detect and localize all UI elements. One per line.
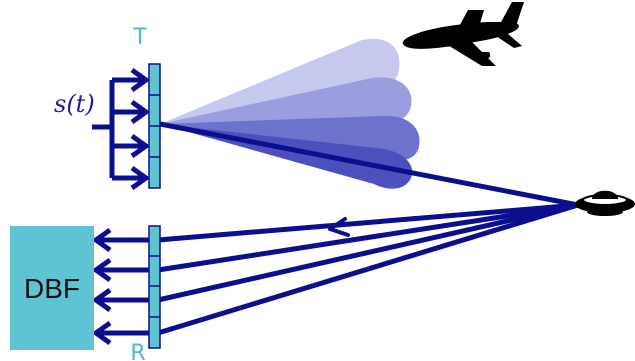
- tx-ray: [159, 121, 579, 208]
- dbf-label: DBF: [24, 273, 80, 304]
- beam-lobe-4: [160, 124, 413, 189]
- receive-label: R: [130, 341, 145, 361]
- airplane-icon: [402, 2, 524, 66]
- beam-lobe-1: [160, 38, 400, 125]
- dbf-box: [10, 226, 94, 350]
- rx-arrowheads: [91, 227, 112, 346]
- tx-arrowheads: [130, 67, 151, 191]
- tx-feed: [92, 77, 146, 181]
- signal-label: s(t): [54, 90, 95, 118]
- return-ray-2: [157, 202, 579, 273]
- return-direction-arrow: [328, 217, 350, 237]
- beam-lobe-2: [160, 77, 412, 124]
- return-ray-3: [157, 202, 579, 303]
- transmit-array: [148, 63, 161, 189]
- return-ray-4: [157, 202, 579, 336]
- beam-lobes: [160, 38, 420, 189]
- receive-array: [148, 225, 161, 349]
- transmit-label: T: [132, 25, 147, 50]
- return-ray-1: [157, 202, 579, 243]
- return-rays: [157, 202, 579, 336]
- rx-feed: [98, 237, 150, 336]
- ufo-target-icon: [575, 190, 635, 216]
